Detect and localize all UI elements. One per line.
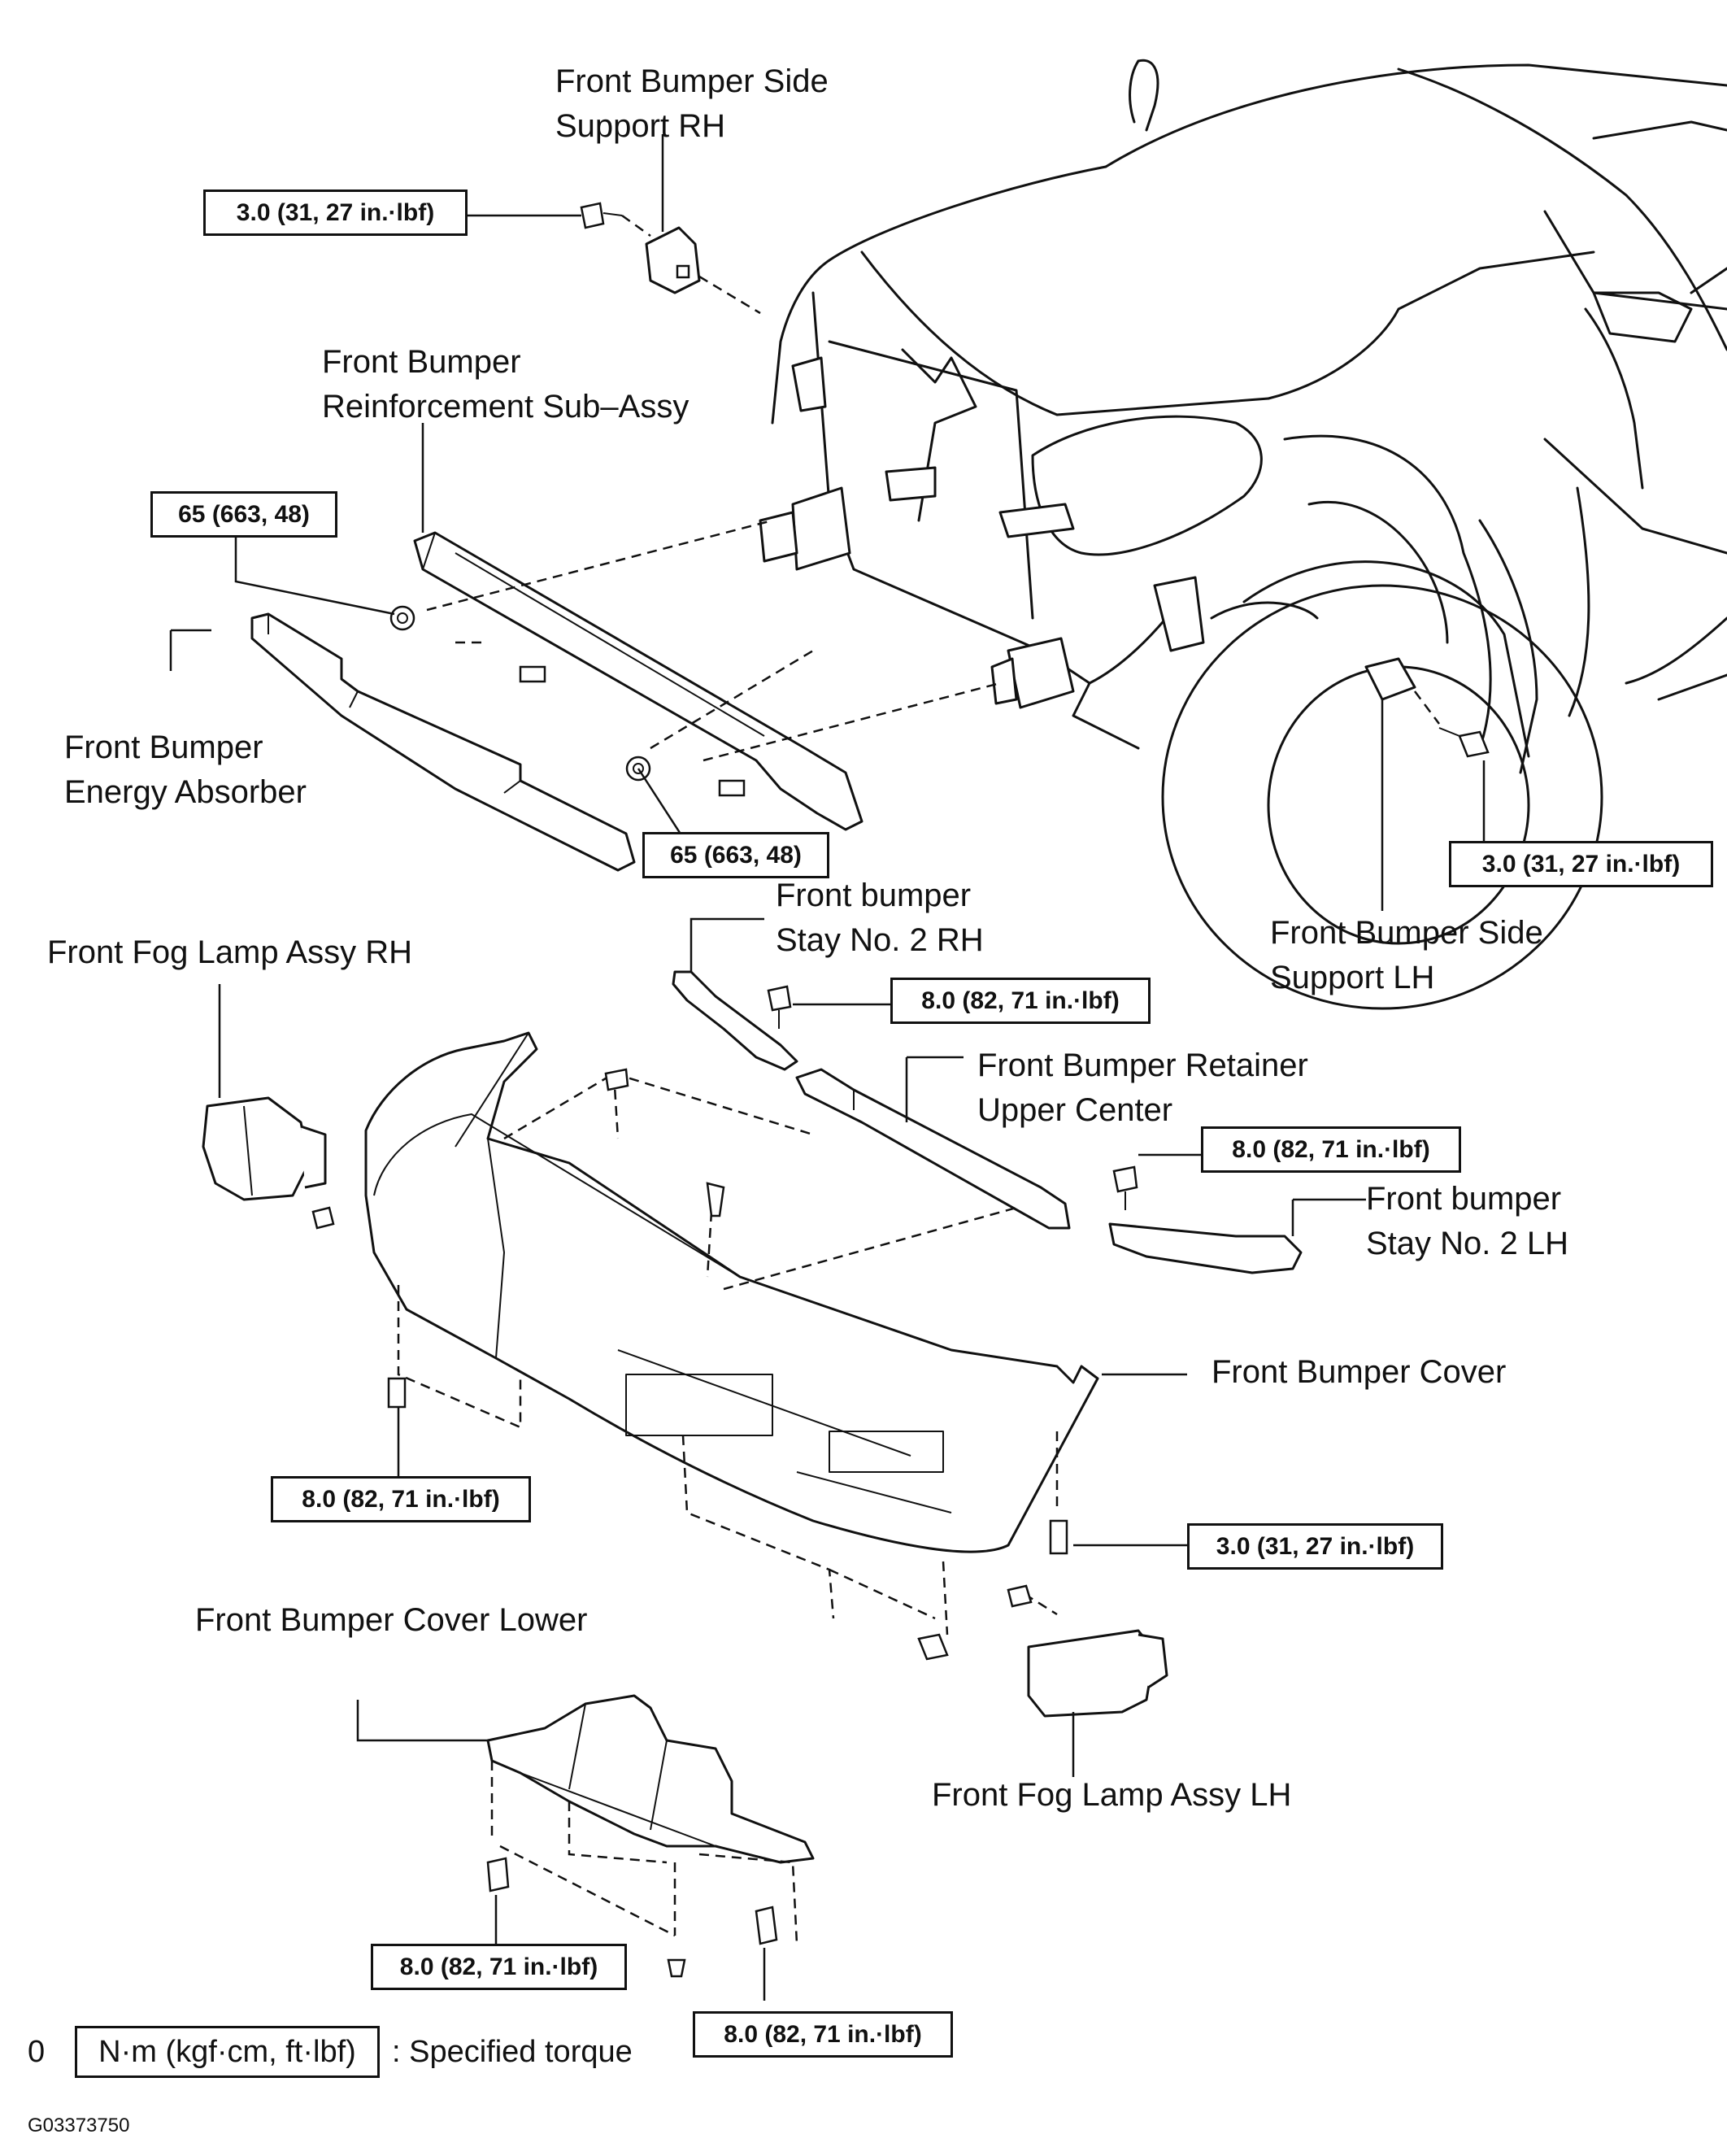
label-stay-lh: Front bumper Stay No. 2 LH xyxy=(1366,1177,1568,1266)
reinforcement-part xyxy=(413,519,1001,831)
bumper-cover-part xyxy=(364,1031,1099,1553)
label-reinforcement: Front Bumper Reinforcement Sub–Assy xyxy=(322,340,689,429)
label-line: Front Bumper Side xyxy=(555,63,829,99)
label-fog-lamp-rh: Front Fog Lamp Assy RH xyxy=(47,934,413,970)
leader-lines xyxy=(169,134,1486,2001)
torque-box: 65 (663, 48) xyxy=(642,832,829,878)
label-bumper-cover: Front Bumper Cover xyxy=(1212,1354,1507,1390)
side-support-lh-bolt xyxy=(1414,690,1490,758)
label-line: Front Bumper Side xyxy=(1270,915,1543,951)
label-energy-absorber: Front Bumper Energy Absorber xyxy=(64,725,307,815)
torque-box: 65 (663, 48) xyxy=(150,491,337,538)
cover-dashed-lines xyxy=(397,1072,1059,1636)
label-line: Front Bumper Retainer xyxy=(977,1048,1308,1083)
vehicle-front-body xyxy=(759,59,1727,1010)
side-support-rh-part xyxy=(580,202,761,315)
label-side-support-lh: Front Bumper Side Support LH xyxy=(1270,911,1543,1000)
label-stay-rh: Front bumper Stay No. 2 RH xyxy=(776,873,984,963)
stay-rh-part xyxy=(672,970,798,1071)
cover-lower-part xyxy=(486,1694,815,1945)
stay-lh-part xyxy=(1108,1165,1303,1274)
torque-box: 8.0 (82, 71 in.·lbf) xyxy=(271,1476,531,1522)
legend-description: : Specified torque xyxy=(392,2035,633,2069)
legend-unit-box: N·m (kgf·cm, ft·lbf) xyxy=(75,2026,380,2078)
label-line: Support RH xyxy=(555,108,725,144)
torque-box: 8.0 (82, 71 in.·lbf) xyxy=(1201,1126,1461,1173)
label-line: Front Bumper xyxy=(64,730,263,765)
label-cover-lower: Front Bumper Cover Lower xyxy=(195,1602,588,1638)
label-line: Front Bumper xyxy=(322,344,521,380)
label-side-support-rh: Front Bumper Side Support RH xyxy=(555,59,829,149)
retainer-part xyxy=(795,1068,1071,1230)
label-fog-lamp-lh: Front Fog Lamp Assy LH xyxy=(932,1777,1292,1813)
torque-box: 3.0 (31, 27 in.·lbf) xyxy=(203,189,468,236)
label-line: Stay No. 2 LH xyxy=(1366,1226,1569,1261)
cover-lower-fasteners xyxy=(486,1857,778,1978)
label-line: Front bumper xyxy=(1366,1181,1562,1217)
fog-lamp-lh-part xyxy=(1027,1629,1168,1718)
torque-box: 8.0 (82, 71 in.·lbf) xyxy=(371,1944,627,1990)
label-retainer: Front Bumper Retainer Upper Center xyxy=(977,1043,1308,1133)
label-line: Upper Center xyxy=(977,1092,1173,1128)
label-line: Front bumper xyxy=(776,878,972,913)
label-line: Stay No. 2 RH xyxy=(776,922,984,958)
cover-fasteners xyxy=(387,1068,1068,1661)
fog-lamp-rh-part xyxy=(202,1096,335,1230)
label-line: Reinforcement Sub–Assy xyxy=(322,389,689,425)
legend-marker: 0 xyxy=(28,2035,46,2069)
figure-code: G03373750 xyxy=(28,2115,130,2136)
reinforcement-nuts xyxy=(389,605,651,782)
torque-box: 3.0 (31, 27 in.·lbf) xyxy=(1187,1523,1443,1570)
label-line: Energy Absorber xyxy=(64,774,307,810)
torque-box: 3.0 (31, 27 in.·lbf) xyxy=(1449,841,1713,887)
torque-box: 8.0 (82, 71 in.·lbf) xyxy=(693,2011,953,2058)
label-line: Support LH xyxy=(1270,960,1435,995)
torque-box: 8.0 (82, 71 in.·lbf) xyxy=(890,978,1151,1024)
energy-absorber-part xyxy=(250,612,636,872)
